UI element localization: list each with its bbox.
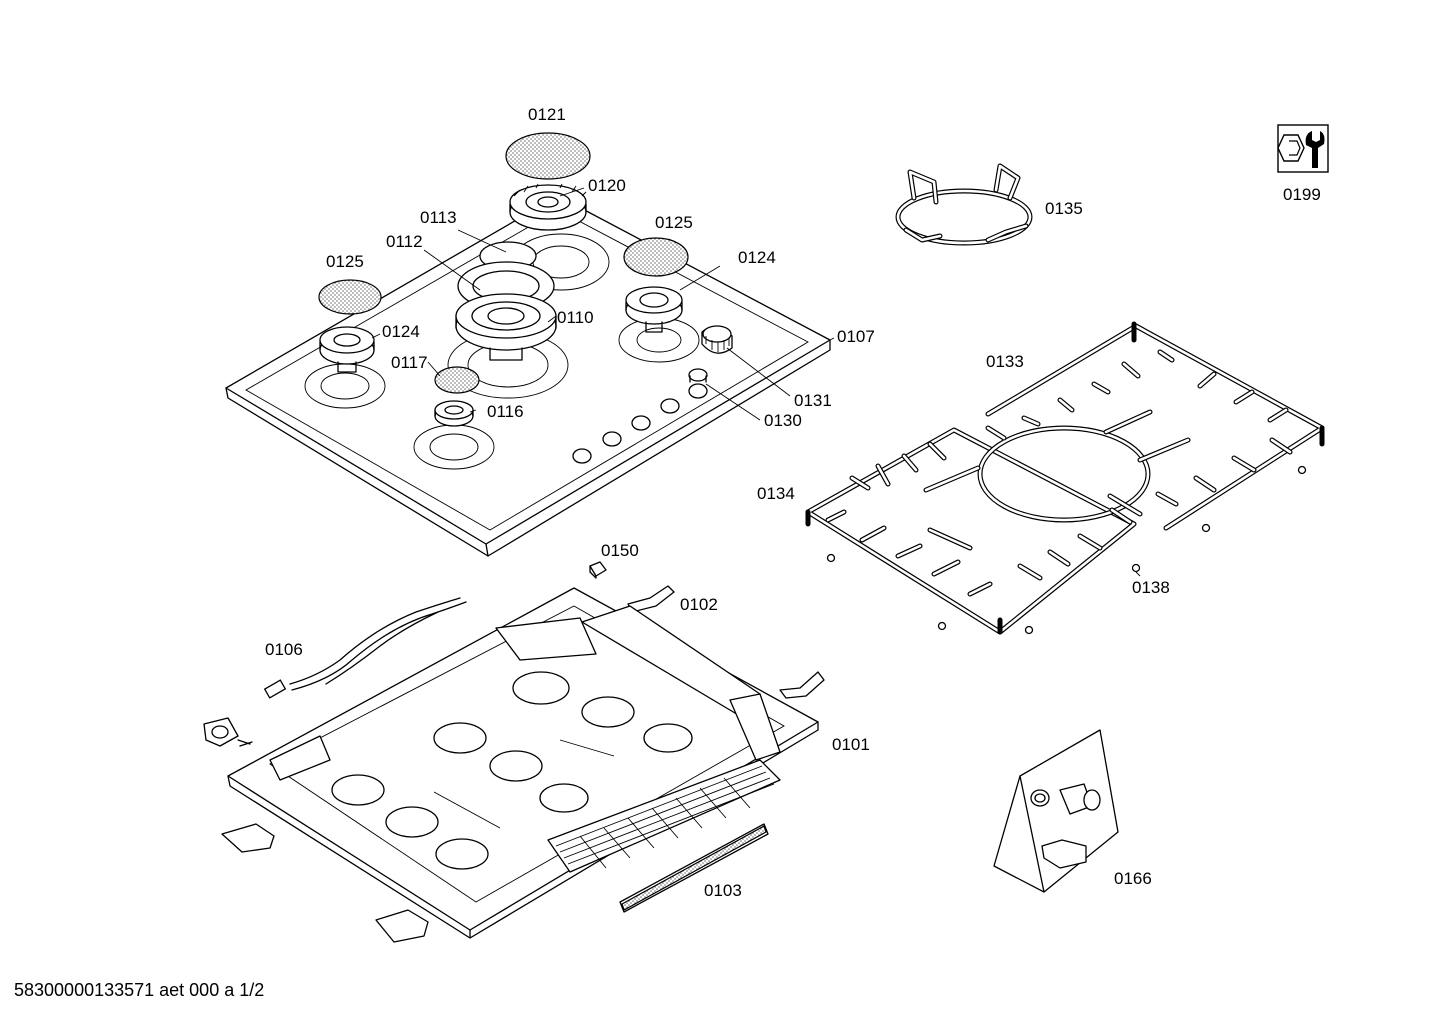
label-0107: 0107 xyxy=(837,327,875,346)
cable-0106 xyxy=(263,597,467,699)
base-feet-clips xyxy=(221,823,429,943)
label-0130: 0130 xyxy=(764,411,802,430)
label-0102: 0102 xyxy=(680,595,718,614)
label-0116: 0116 xyxy=(487,402,524,421)
label-0134: 0134 xyxy=(757,484,795,503)
label-0166: 0166 xyxy=(1114,869,1152,888)
clip-0150 xyxy=(589,561,607,579)
burner-0124-right xyxy=(623,237,689,333)
label-0150: 0150 xyxy=(601,541,639,560)
label-0124-right: 0124 xyxy=(738,248,776,267)
tool-icon-0199 xyxy=(1277,124,1329,173)
label-0113: 0113 xyxy=(420,208,457,227)
burner-0116-small xyxy=(434,366,480,427)
label-0103: 0103 xyxy=(704,881,742,900)
label-0110: 0110 xyxy=(557,308,594,327)
grates-0133-0134 xyxy=(805,321,1325,635)
label-0133: 0133 xyxy=(986,352,1024,371)
label-0131: 0131 xyxy=(794,391,832,410)
label-0124-left: 0124 xyxy=(382,322,420,341)
label-0120: 0120 xyxy=(588,176,626,195)
label-0125-right: 0125 xyxy=(655,213,693,232)
hob-leader-lines xyxy=(371,187,835,421)
burner-cap-0121 xyxy=(505,132,591,180)
burner-0124-left xyxy=(318,279,382,373)
wok-burner-0110 xyxy=(455,241,557,361)
document-reference: 58300000133571 aet 000 a 1/2 xyxy=(14,980,265,1000)
label-0117: 0117 xyxy=(391,353,428,372)
base-tray-0101 xyxy=(227,587,819,939)
part-labels: 0121 0120 0113 0112 0125 0124 0125 0124 … xyxy=(265,105,1321,900)
strip-0103 xyxy=(619,823,769,913)
label-0199: 0199 xyxy=(1283,185,1321,204)
pan-support-0135 xyxy=(895,163,1033,246)
label-0121: 0121 xyxy=(528,105,566,124)
grate-feet-0138 xyxy=(826,465,1307,635)
label-0112: 0112 xyxy=(386,232,423,251)
label-0101: 0101 xyxy=(832,735,870,754)
accessory-kit-0166 xyxy=(993,729,1119,893)
label-0125-left: 0125 xyxy=(326,252,364,271)
label-0138: 0138 xyxy=(1132,578,1170,597)
knob-ring-0130 xyxy=(688,368,708,383)
label-0135: 0135 xyxy=(1045,199,1083,218)
label-0106: 0106 xyxy=(265,640,303,659)
control-knob-0131 xyxy=(701,325,733,354)
ignition-part xyxy=(203,717,253,747)
